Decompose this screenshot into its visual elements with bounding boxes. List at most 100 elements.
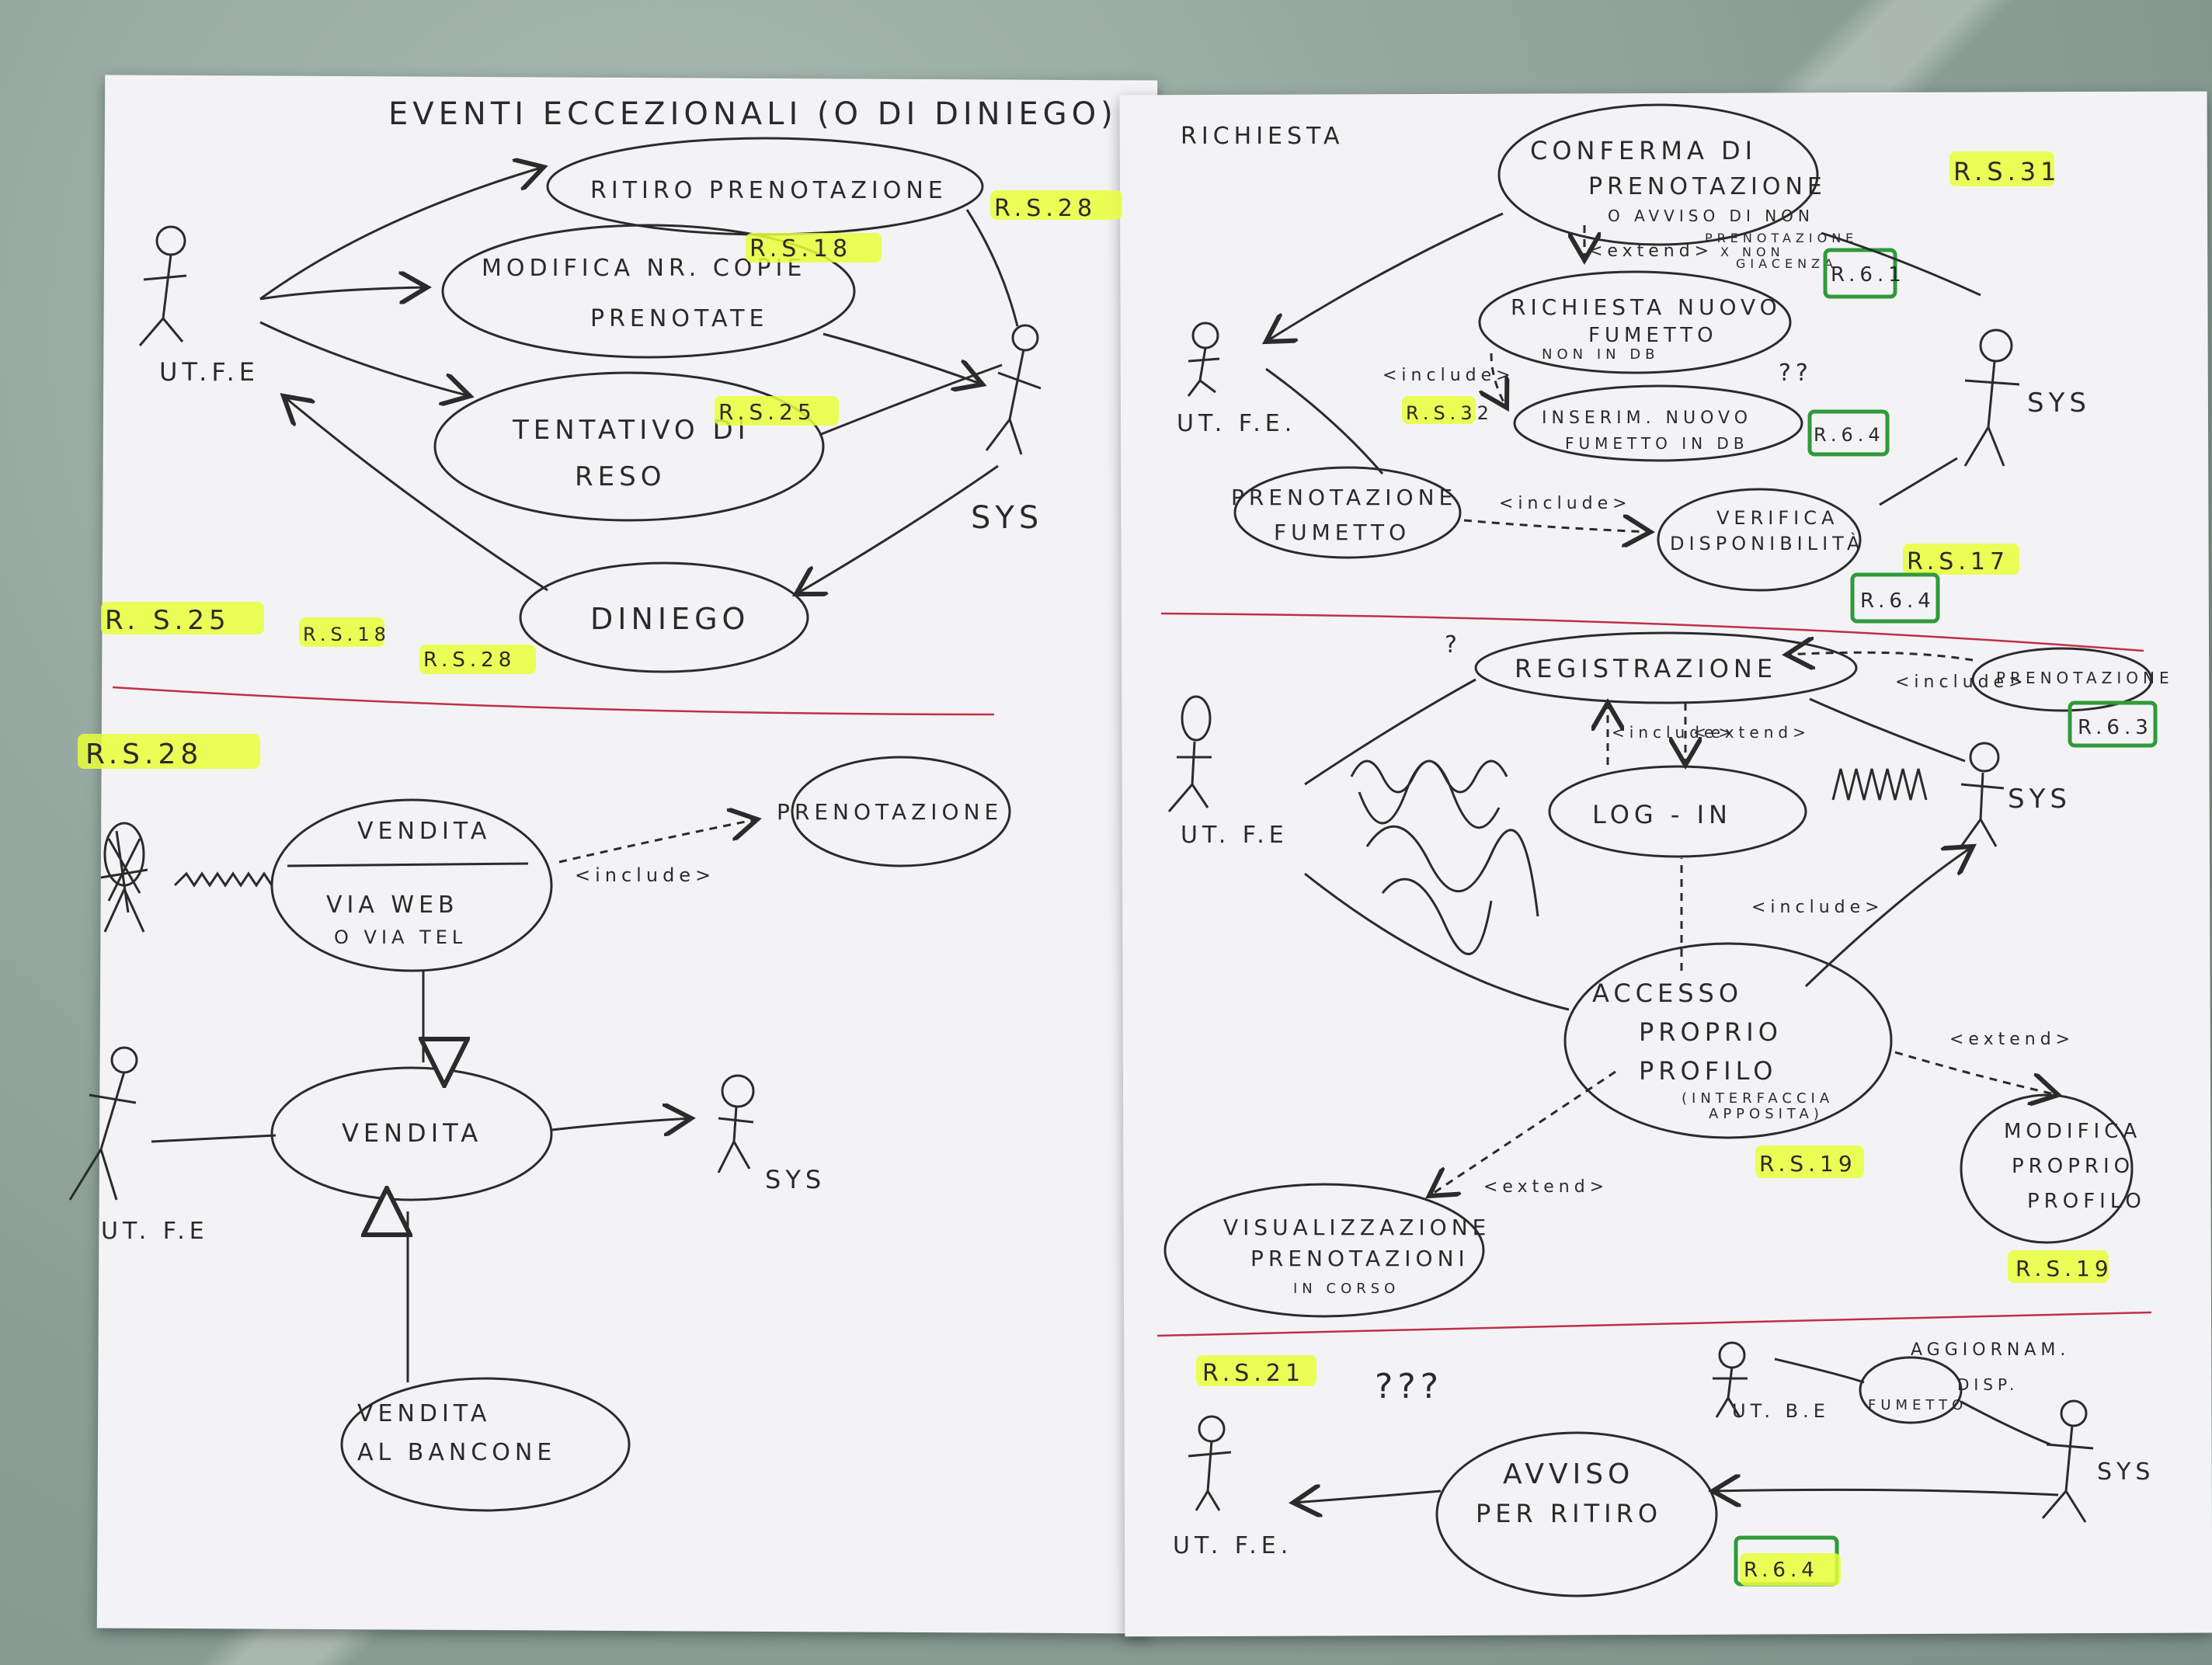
label-vendita-bancone-1: VENDITA xyxy=(357,1400,491,1427)
label-apposita: APPOSITA) xyxy=(1709,1106,1824,1122)
highlight-rs31 xyxy=(1949,151,2054,186)
label-disponibilita: DISPONIBILITÀ xyxy=(1670,532,1864,554)
actor-label-ut-fe-avviso: UT. F.E. xyxy=(1173,1532,1292,1559)
green-box-r61 xyxy=(1823,248,1897,299)
usecase-visualizzazione xyxy=(1163,1183,1485,1318)
label-log-in: LOG - IN xyxy=(1592,800,1732,829)
highlight-rs28-bottom xyxy=(78,734,260,769)
actor-label-ut-be: UT. B.E xyxy=(1732,1400,1830,1422)
question-avviso: ??? xyxy=(1375,1367,1443,1406)
include-label-registr: <include> xyxy=(1895,673,2028,692)
green-ref-r64-a: R.6.4 xyxy=(1814,424,1885,446)
label-fumetto-nuovo: FUMETTO xyxy=(1588,324,1718,347)
ref-rs28: R.S.28 xyxy=(994,195,1097,222)
ref-rs28-bottom: R.S.28 xyxy=(85,739,203,770)
usecase-verifica-disponibilita xyxy=(1657,488,1862,592)
label-prenotazione-fumetto-2: FUMETTO xyxy=(1274,520,1410,545)
highlight-bottom-rs18 xyxy=(299,617,384,647)
label-prenotazione-small: PRENOTAZIONE xyxy=(1705,231,1858,245)
actor-label-ut-fe-right: UT. F.E. xyxy=(1177,410,1296,437)
green-ref-r63: R.6.3 xyxy=(2078,716,2153,739)
usecase-inserim-fumetto xyxy=(1513,384,1803,462)
label-avviso-non: O AVVISO DI NON xyxy=(1608,207,1814,225)
green-ref-r64-c: R.6.4 xyxy=(1744,1559,1819,1582)
separator-right-1 xyxy=(1160,612,2144,652)
actor-label-sys-right: SYS xyxy=(2027,388,2091,419)
label-registrazione: REGISTRAZIONE xyxy=(1515,654,1777,683)
green-box-r64-a xyxy=(1807,409,1890,457)
usecase-prenotazione-right xyxy=(1971,647,2153,712)
label-prenotazione-conferma: PRENOTAZIONE xyxy=(1588,173,1827,200)
extend-label-login: <extend> xyxy=(1693,723,1810,742)
label-prenotazione-right: PRENOTAZIONE xyxy=(1996,669,2174,687)
usecase-prenotazione-left xyxy=(791,756,1011,867)
green-box-r64-b xyxy=(1850,572,1940,624)
ref-bottom-rs18: R.S.18 xyxy=(303,624,391,645)
ref-rs19-a: R.S.19 xyxy=(1759,1151,1857,1177)
label-modifica-profilo-3: PROFILO xyxy=(2027,1190,2146,1213)
actor-label-ut-fe-top: UT.F.E xyxy=(159,357,259,387)
ref-rs32: R.S.32 xyxy=(1406,402,1494,424)
extend-label-modifica: <extend> xyxy=(1949,1030,2075,1049)
actor-sys-avviso xyxy=(2041,1399,2094,1523)
scribble-line xyxy=(173,871,273,888)
label-prenotazione-fumetto-1: PRENOTAZIONE xyxy=(1231,485,1457,510)
label-disp: DISP. xyxy=(1957,1375,2019,1394)
label-vendita: VENDITA xyxy=(342,1118,482,1148)
label-tentativo: TENTATIVO DI xyxy=(512,415,750,446)
usecase-prenotazione-fumetto xyxy=(1233,466,1462,559)
green-ref-r64-b: R.6.4 xyxy=(1860,589,1936,613)
highlight-rs18 xyxy=(746,233,882,262)
label-prenotate: PRENOTATE xyxy=(590,305,768,332)
label-prenotazione-left: PRENOTAZIONE xyxy=(777,799,1003,825)
ref-rs19-b: R.S.19 xyxy=(2015,1256,2113,1281)
strikethrough-prenotazione xyxy=(287,862,529,867)
actor-sys-right-top xyxy=(1963,328,2020,467)
label-modifica-profilo-1: MODIFICA xyxy=(2004,1120,2141,1143)
label-non-in-db: NON IN DB xyxy=(1542,346,1660,363)
label-ritiro: RITIRO PRENOTAZIONE xyxy=(590,177,948,204)
label-richiesta-nuovo: RICHIESTA NUOVO xyxy=(1511,294,1782,320)
question-marks-richiesta: ?? xyxy=(1779,360,1813,387)
label-fumetto-in-db: FUMETTO IN DB xyxy=(1565,434,1749,453)
usecase-accesso-profilo xyxy=(1563,942,1893,1139)
green-box-r63 xyxy=(2068,700,2158,748)
ref-bottom-rs28: R.S.28 xyxy=(423,648,516,672)
ref-bottom-rs25: R. S.25 xyxy=(105,605,231,636)
extend-label-richiesta: <extend> xyxy=(1588,242,1713,261)
label-in-corso: IN CORSO xyxy=(1293,1281,1400,1297)
usecase-aggiornam-disp xyxy=(1859,1356,1963,1424)
usecase-tentativo-reso xyxy=(433,371,825,522)
label-via-tel: O VIA TEL xyxy=(334,926,467,948)
usecase-richiesta-nuovo-fumetto xyxy=(1478,270,1792,374)
scribble-cluster xyxy=(1350,760,1539,956)
label-accesso: ACCESSO xyxy=(1592,978,1743,1008)
actor-ut-fe-top xyxy=(138,225,187,346)
separator-left xyxy=(112,686,995,716)
label-prenotazioni: PRENOTAZIONI xyxy=(1250,1246,1469,1271)
highlight-bottom-rs25 xyxy=(101,602,264,634)
actor-scribbled xyxy=(100,822,148,933)
usecase-vendita-bancone xyxy=(340,1377,631,1512)
highlight-rs19-b xyxy=(2008,1250,2109,1283)
label-proprio: PROPRIO xyxy=(1639,1017,1782,1047)
ref-rs25: R.S.25 xyxy=(718,399,816,425)
usecase-registrazione xyxy=(1474,631,1858,704)
include-label-accesso: <include> xyxy=(1751,898,1884,917)
ref-rs17: R.S.17 xyxy=(1907,548,2009,575)
highlight-rs32 xyxy=(1402,396,1476,424)
label-fumetto-aggiorn: FUMETTO xyxy=(1868,1397,1967,1413)
actor-sys-registr xyxy=(1960,742,2005,847)
label-aggiornam: AGGIORNAM. xyxy=(1911,1340,2070,1360)
extend-label-visual: <extend> xyxy=(1483,1177,1609,1197)
label-vendita-bancone-2: AL BANCONE xyxy=(357,1439,556,1466)
ref-rs31: R.S.31 xyxy=(1953,157,2061,186)
actor-sys-bottom-left xyxy=(717,1074,755,1173)
green-ref-r61: R.6.1 xyxy=(1831,263,1906,287)
highlight-rs17 xyxy=(1903,544,2019,575)
include-label-2: <include> xyxy=(1499,494,1632,513)
label-via-web: VIA WEB xyxy=(326,892,459,919)
label-per-ritiro: PER RITIRO xyxy=(1476,1499,1662,1528)
question-registrazione: ? xyxy=(1445,631,1462,659)
actor-sys-top xyxy=(985,324,1042,455)
